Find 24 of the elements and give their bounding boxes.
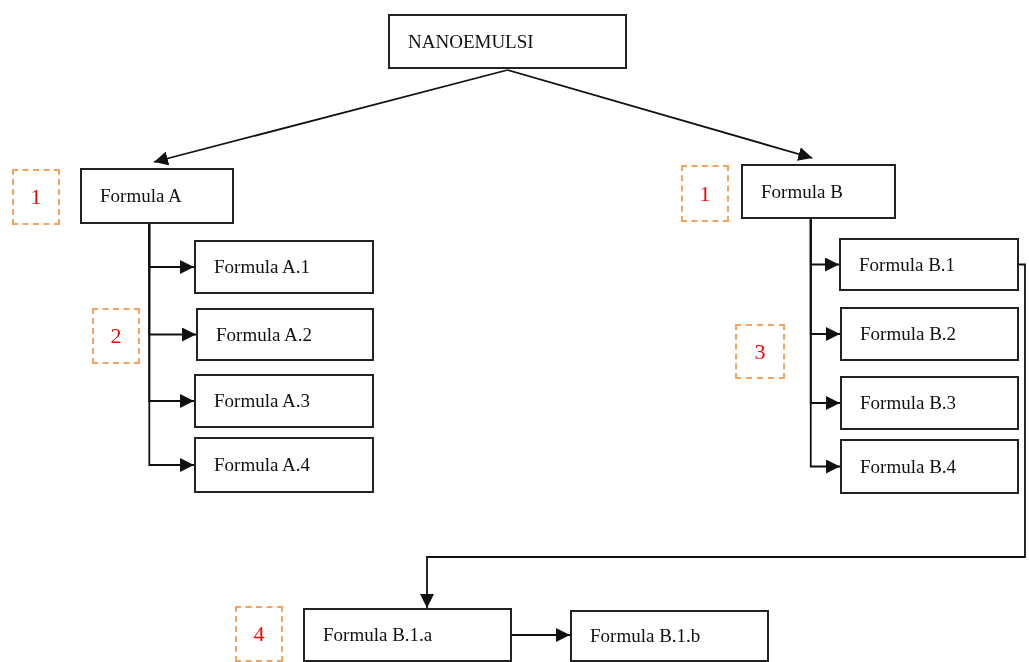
arrow bbox=[148, 223, 195, 472]
formula-box: Formula B.1.a bbox=[303, 608, 512, 662]
number-tag: 4 bbox=[235, 606, 283, 662]
number-tag: 2 bbox=[92, 308, 140, 364]
formula-box: Formula A bbox=[80, 168, 234, 224]
formula-box: Formula B.1 bbox=[839, 238, 1019, 291]
arrow bbox=[809, 218, 841, 474]
formula-box: NANOEMULSI bbox=[388, 14, 627, 69]
number-tag: 3 bbox=[735, 324, 785, 379]
formula-box: Formula A.1 bbox=[194, 240, 374, 294]
formula-box: Formula A.4 bbox=[194, 437, 374, 493]
formula-box: Formula B bbox=[741, 164, 896, 219]
formula-box: Formula B.3 bbox=[840, 376, 1019, 430]
arrow bbox=[153, 69, 509, 166]
formula-box: Formula A.3 bbox=[194, 374, 374, 428]
number-tag: 1 bbox=[12, 169, 60, 225]
formula-box: Formula B.4 bbox=[840, 439, 1019, 494]
formula-box: Formula B.2 bbox=[840, 307, 1019, 361]
number-tag: 1 bbox=[681, 165, 729, 222]
formula-box: Formula B.1.b bbox=[570, 610, 769, 662]
arrow bbox=[420, 263, 1026, 609]
arrow bbox=[511, 628, 571, 642]
formula-box: Formula A.2 bbox=[196, 308, 374, 361]
arrow bbox=[506, 69, 814, 161]
